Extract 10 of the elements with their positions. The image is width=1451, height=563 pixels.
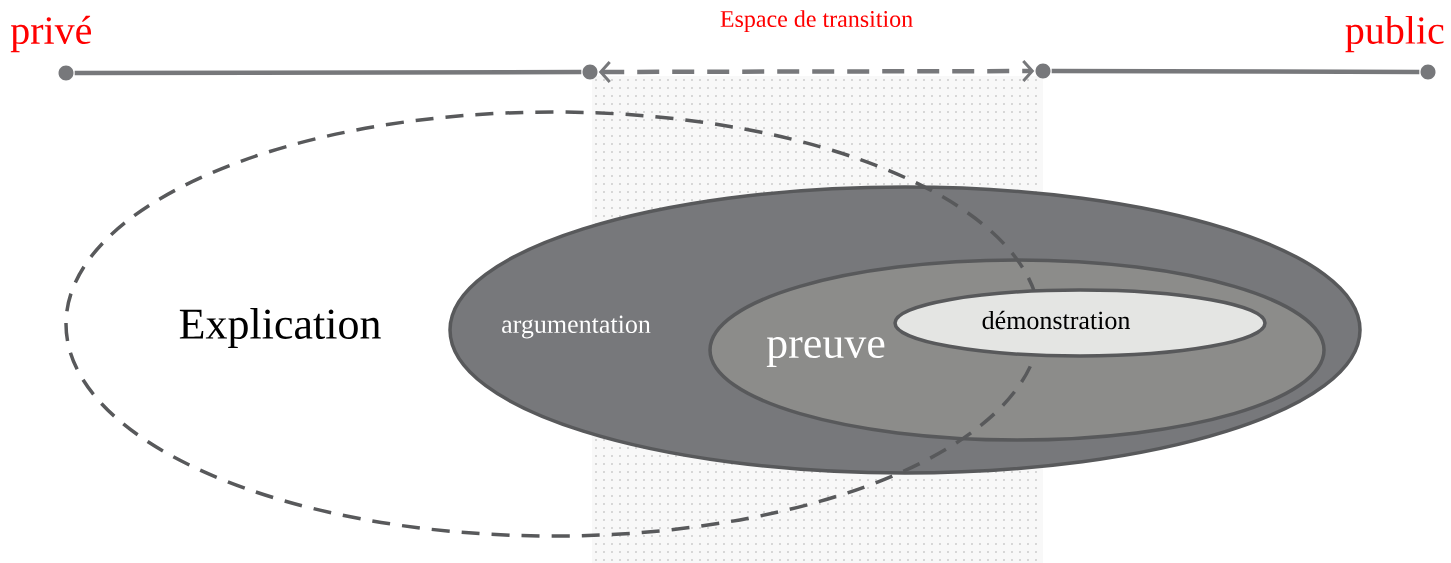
connector-line bbox=[74, 69, 582, 76]
endpoint-dot bbox=[1420, 64, 1436, 80]
endpoint-dot bbox=[58, 65, 74, 81]
edge-label: Espace de transition bbox=[720, 10, 913, 32]
endpoint-dot bbox=[582, 64, 598, 80]
connector-line bbox=[1051, 68, 1420, 75]
endpoint-dot bbox=[1035, 63, 1051, 79]
side-label: public bbox=[1345, 15, 1444, 53]
side-label: privé bbox=[10, 15, 91, 53]
connector-line bbox=[598, 60, 1035, 83]
